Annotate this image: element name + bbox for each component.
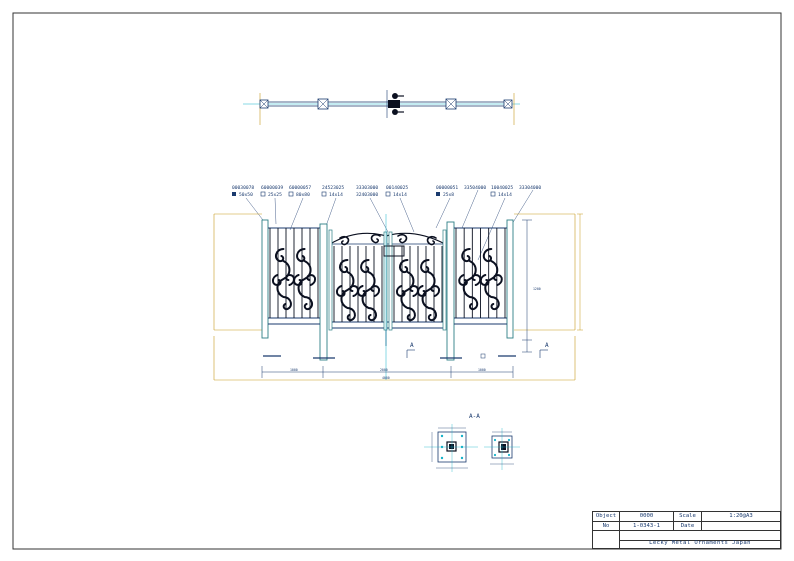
object-label: Object — [593, 512, 620, 521]
label-size-2: 80x80 — [296, 192, 310, 198]
label-code-1: 60000039 — [261, 185, 283, 191]
label-size-0: 50x50 — [239, 192, 253, 198]
title-block-row-object: Object 0000 Scale 1:20@A3 — [593, 512, 780, 522]
scroll-ornament — [479, 248, 503, 311]
label-size-8: 14x14 — [498, 192, 512, 198]
label-code-4: 33303000 — [356, 185, 378, 191]
no-value: 1-0343-1 — [620, 521, 674, 530]
scroll-ornament — [271, 248, 295, 311]
part-labels: 00030078 50x50 60000039 25x25 60000057 8… — [232, 185, 541, 261]
label-size-6: 25x8 — [443, 192, 454, 198]
section-detail: A-A — [424, 413, 520, 472]
label-size-5: 14x14 — [393, 192, 407, 198]
scale-value: 1:20@A3 — [729, 513, 753, 519]
scroll-ornament — [335, 259, 359, 322]
dim-gate: 2000 — [380, 368, 388, 372]
date-value — [702, 522, 780, 531]
dim-overall: 4000 — [382, 376, 390, 380]
scroll-ornament — [417, 259, 441, 322]
no-label: No — [593, 521, 620, 530]
date-label: Date — [674, 521, 702, 530]
title-block-blank — [593, 531, 620, 549]
scroll-ornament — [395, 259, 419, 322]
scale-label: Scale — [674, 512, 702, 521]
title-block-row-number: No 1-0343-1 Date — [593, 521, 780, 531]
front-elevation: 1000 2000 1000 4000 1200 A A — [213, 213, 583, 381]
label-code-5: 00140025 — [386, 185, 408, 191]
section-marker-left: A — [410, 342, 414, 349]
label-code-7: 33504000 — [464, 185, 486, 191]
label-code-0: 00030078 — [232, 185, 254, 191]
label-code-2: 60000057 — [289, 185, 311, 191]
object-value: 0000 — [620, 512, 674, 521]
title-block: Object 0000 Scale 1:20@A3 No 1-0343-1 Da… — [592, 511, 781, 549]
title-block-divider — [620, 540, 780, 541]
section-caption: A-A — [469, 413, 480, 420]
dim-bay-right: 1000 — [478, 368, 486, 372]
dim-height: 1200 — [533, 287, 541, 291]
dim-bay-left: 1000 — [290, 368, 298, 372]
label-code-3: 24523025 — [322, 185, 344, 191]
label-code-8: 10040025 — [491, 185, 513, 191]
label-code-6: 00000051 — [436, 185, 458, 191]
company-name: Lecky Metal Ornaments Japan — [649, 539, 751, 546]
sheet-border — [12, 12, 782, 550]
plan-view — [243, 90, 520, 125]
label-code-9: 33304000 — [519, 185, 541, 191]
scroll-ornament — [293, 248, 317, 311]
scroll-ornament — [357, 259, 381, 322]
section-marker-right: A — [545, 342, 549, 349]
label-size-4: 32403000 — [356, 192, 378, 198]
scroll-ornament — [458, 248, 482, 311]
label-size-1: 25x25 — [268, 192, 282, 198]
label-size-3: 14x14 — [329, 192, 343, 198]
